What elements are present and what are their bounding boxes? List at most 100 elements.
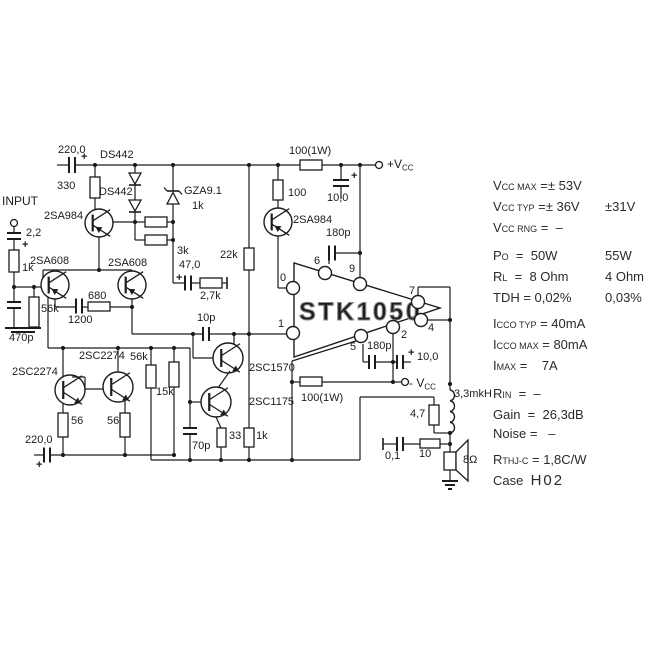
junction-dot: [246, 162, 252, 168]
spec-text: TDH = 0,02%: [493, 290, 572, 305]
label-ds442: DS442: [99, 186, 133, 198]
label-5: 5: [350, 341, 356, 353]
spec-text: = 1,8C/W: [528, 452, 587, 467]
junction-dot: [96, 267, 102, 273]
spec-text: V: [493, 199, 502, 214]
diode-symbol: [127, 172, 143, 186]
label-100-1w-: 100(1W): [289, 145, 331, 157]
spec-row: Case H02: [493, 471, 649, 490]
junction-dot: [60, 345, 66, 351]
junction-dot: [289, 457, 295, 463]
ic-pin-9: [352, 276, 368, 292]
spec-text: = 50W: [508, 248, 558, 263]
label-1200: 1200: [68, 314, 92, 326]
transistor-2SA984-left: [84, 208, 114, 238]
resistor-symbol: [243, 427, 255, 448]
junction-dot: [170, 237, 176, 243]
label-0-1: 0,1: [385, 450, 400, 462]
wire: [215, 416, 222, 429]
label-680: 680: [88, 290, 106, 302]
spec-text: Case: [493, 473, 531, 488]
resistor-symbol: [145, 364, 157, 389]
polarity-plus-mark: +: [36, 459, 42, 471]
junction-dot: [60, 452, 66, 458]
spec-text: IN: [502, 390, 512, 400]
ic-pin-4: [413, 312, 429, 328]
resistor-symbol: [419, 438, 441, 449]
label-1: 1: [278, 318, 284, 330]
transistor-lead: [208, 387, 229, 401]
junction-dot: [31, 284, 37, 290]
junction-dot: [129, 304, 135, 310]
spec-text: CC RNG: [501, 224, 538, 234]
spec-alt-value: 55W: [605, 248, 632, 263]
label-9: 9: [349, 263, 355, 275]
spec-text: P: [493, 248, 502, 263]
label-2sa608: 2SA608: [30, 255, 69, 267]
junction-dot: [170, 162, 176, 168]
ic-pin-2: [385, 319, 401, 335]
junction-dot: [390, 379, 396, 385]
junction-dot: [218, 457, 224, 463]
resistor-symbol: [243, 247, 255, 271]
junction-dot: [132, 219, 138, 225]
spec-row: VCC MAX =± 53V: [493, 176, 649, 197]
label-ds442: DS442: [100, 149, 134, 161]
label-56k: 56k: [41, 303, 59, 315]
transistor-arrow: [128, 288, 136, 296]
label-2sc1570: 2SC1570: [249, 362, 295, 374]
transistor-lead: [220, 343, 241, 357]
junction-dot: [190, 331, 196, 337]
resistor-symbol: [199, 277, 223, 289]
polarity-plus-mark: +: [22, 239, 28, 251]
spec-text: R: [493, 386, 503, 401]
input-terminal: [9, 218, 19, 228]
junction-dot: [171, 452, 177, 458]
label-gza9-1: GZA9.1: [184, 185, 222, 197]
transistor-arrow: [274, 225, 282, 233]
spec-text: I: [493, 358, 497, 373]
junction-dot: [171, 345, 177, 351]
resistor-symbol: [89, 176, 101, 199]
label-47-0: 47,0: [179, 259, 200, 271]
label-1k: 1k: [22, 262, 34, 274]
transistor-arrow: [220, 409, 228, 416]
ic-pin-6: [317, 265, 333, 281]
resistor-symbol: [299, 159, 323, 171]
wire: [217, 370, 231, 389]
spec-row: VCC TYP =± 36V±31V: [493, 197, 649, 218]
label-180p: 180p: [326, 227, 350, 239]
spec-text: H02: [530, 472, 565, 489]
junction-dot: [447, 381, 453, 387]
zener-tick: [163, 187, 168, 192]
label-2sc2274: 2SC2274: [12, 366, 58, 378]
junction-dot: [132, 162, 138, 168]
label-33: 33: [229, 430, 241, 442]
resistor-symbol: [216, 427, 227, 448]
label--v: - VCC: [409, 376, 436, 392]
label-10-0: 10,0: [327, 192, 348, 204]
label-1k: 1k: [192, 200, 204, 212]
spec-row: Gain = 26,3dB: [493, 405, 649, 424]
polarity-plus-mark: +: [81, 151, 87, 163]
label-100: 100: [288, 187, 306, 199]
junction-dot: [390, 359, 396, 365]
label-8-: 8Ω: [463, 454, 477, 466]
spec-text: = 40mA: [536, 316, 586, 331]
label-15k: 15k: [156, 386, 174, 398]
transistor-arrow: [51, 288, 59, 296]
junction-dot: [187, 399, 193, 405]
junction-dot: [231, 331, 237, 337]
transistor-arrow: [122, 394, 130, 401]
label-2sc1175: 2SC1175: [249, 396, 294, 408]
transistor-2SC2274-left: [54, 374, 86, 406]
junction-dot: [357, 162, 363, 168]
transistor-lead: [92, 224, 111, 237]
label-10: 10: [419, 448, 431, 460]
spec-row: Noise = –: [493, 424, 649, 443]
transistor-2SC1570: [212, 342, 244, 374]
transistor-2SA608-right: [117, 270, 147, 300]
junction-dot: [357, 250, 363, 256]
label-2sa984: 2SA984: [293, 214, 332, 226]
